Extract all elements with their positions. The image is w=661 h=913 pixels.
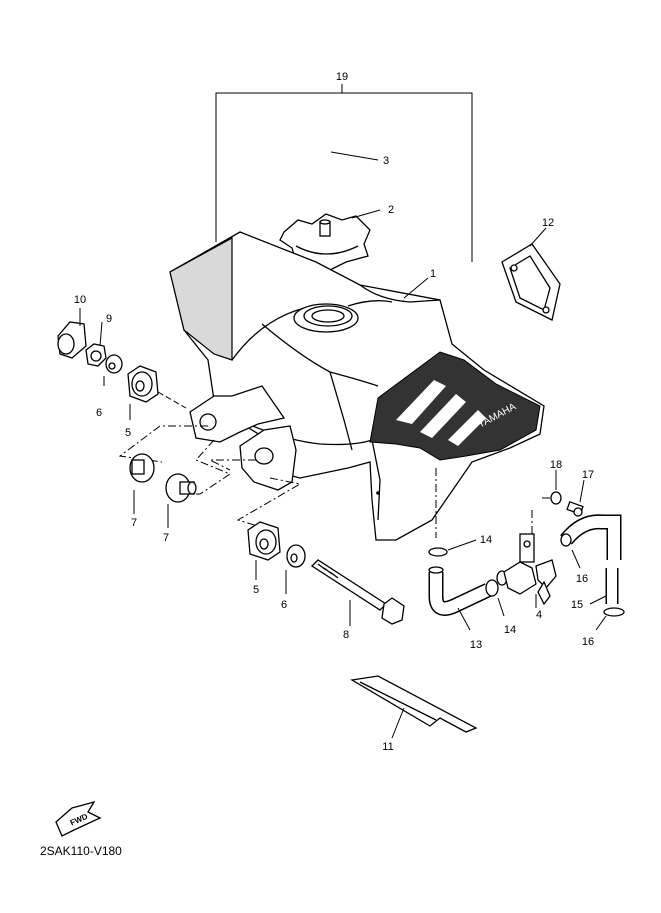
diagram-code: 2SAK110-V180	[40, 844, 122, 858]
assembly-bracket-19	[215, 84, 473, 262]
callout-19: 19	[336, 71, 348, 83]
callout-5a: 5	[125, 427, 131, 439]
callout-11: 11	[382, 741, 393, 753]
fuel-tank	[169, 231, 545, 541]
callout-14b: 14	[504, 624, 516, 636]
drain-screw	[550, 470, 585, 517]
callout-6b: 6	[281, 599, 287, 611]
tank-decal: YAMAHA	[369, 351, 541, 461]
fwd-arrow-icon: FWD	[55, 800, 102, 837]
overflow-hose	[560, 514, 625, 631]
damper-pad	[501, 227, 561, 321]
fuel-hose	[428, 539, 492, 631]
mount-cap-and-nut	[57, 308, 123, 386]
callout-6a: 6	[96, 407, 102, 419]
callout-8: 8	[343, 629, 349, 641]
callout-14a: 14	[480, 534, 492, 546]
fuel-cock	[485, 533, 557, 617]
callout-15: 15	[571, 599, 583, 611]
breather-hose	[237, 106, 379, 268]
mounting-bolt	[310, 559, 405, 626]
callout-4: 4	[536, 609, 542, 621]
callout-7b: 7	[163, 532, 169, 544]
callout-16b: 16	[582, 636, 594, 648]
collars	[129, 453, 197, 528]
lower-rubber-damper	[247, 521, 306, 594]
callout-5b: 5	[253, 584, 259, 596]
callout-12: 12	[542, 217, 554, 229]
callout-16a: 16	[576, 573, 588, 585]
callout-1: 1	[430, 268, 436, 280]
callout-3: 3	[383, 155, 389, 167]
callout-18: 18	[550, 459, 562, 471]
upper-rubber-damper	[127, 365, 187, 420]
tank-seal-strip	[350, 675, 478, 739]
callout-7a: 7	[131, 517, 137, 529]
callout-labels: 19 3 2 12 1 10 9 6 5 18 17 7 7 14 16 5 6…	[74, 71, 594, 753]
callout-10: 10	[74, 294, 86, 306]
callout-2: 2	[388, 204, 394, 216]
callout-9: 9	[106, 313, 112, 325]
callout-13: 13	[470, 639, 482, 651]
callout-17: 17	[582, 469, 594, 481]
